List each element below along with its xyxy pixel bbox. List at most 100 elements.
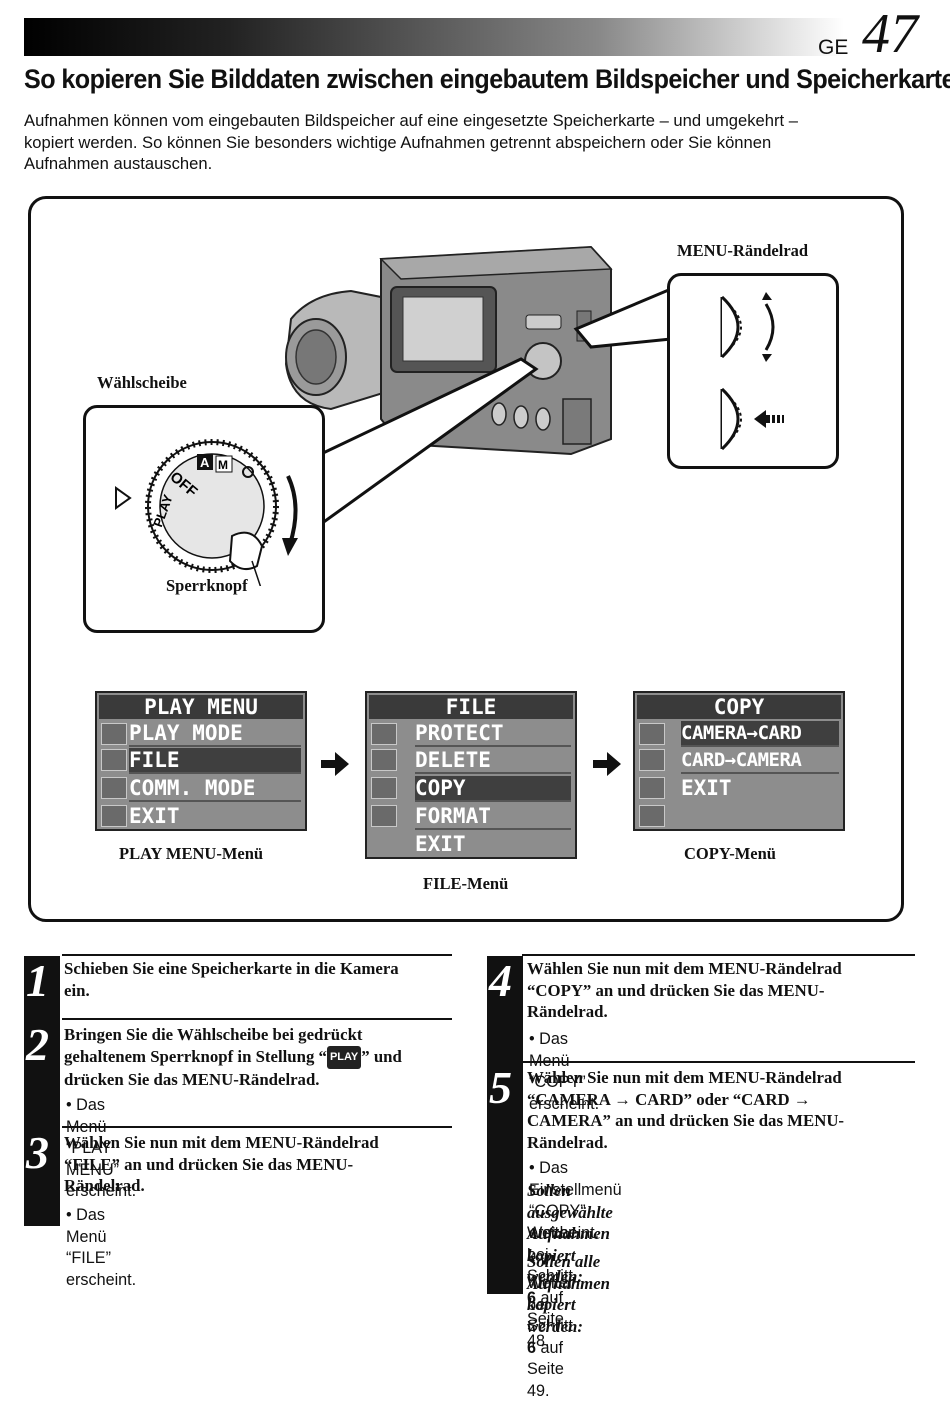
selected-copy-ref: Weiter bei Schritt 6 auf Seite 48. <box>527 1223 573 1352</box>
file-menu-item: FORMAT <box>415 804 571 830</box>
ref-text: Weiter bei Schritt <box>527 1274 574 1335</box>
selected-copy-heading: Sollen ausgewählte Aufnahmen kopiert wer… <box>527 1180 613 1288</box>
play-menu-screen: PLAY MENU PLAY MODE FILE COMM. MODE EXIT <box>95 691 307 831</box>
step-line: Wählen Sie nun mit dem MENU-Rändelrad <box>527 1068 842 1087</box>
step-note: • Das Menü “FILE” erscheint. <box>66 1206 137 1289</box>
photo-icon <box>371 749 397 771</box>
intro-paragraph: Aufnahmen können vom eingebauten Bildspe… <box>24 110 904 175</box>
file-menu-title: FILE <box>369 695 573 719</box>
step-number: 3 <box>26 1127 49 1178</box>
step-text: Bringen Sie die Wählscheibe bei gedrückt… <box>64 1024 456 1091</box>
step-number: 2 <box>26 1019 49 1070</box>
file-menu-item: EXIT <box>415 832 466 856</box>
step-line-part: gehaltenem Sperrknopf in Stellung “ <box>64 1046 327 1066</box>
intro-line: Aufnahmen können vom eingebauten Bildspe… <box>24 111 798 130</box>
illustration-frame: MENU-Rändelrad Wählscheibe O <box>28 196 904 922</box>
step-rule <box>522 1061 915 1063</box>
step-line: gehaltenem Sperrknopf in Stellung “PLAY”… <box>64 1045 456 1069</box>
step-line: CAMERA” an und drücken Sie das MENU- <box>527 1111 845 1130</box>
step-note: • Das Menü “COPY” erscheint. <box>529 1030 600 1113</box>
step-line: “CAMERA → CARD” oder “CARD → <box>527 1089 811 1109</box>
photo-icon <box>639 749 665 771</box>
photo-icon <box>101 749 127 771</box>
play-menu-caption: PLAY MENU-Menü <box>119 844 264 863</box>
label-dial: Wählscheibe <box>97 373 187 392</box>
step-rule <box>62 954 452 956</box>
photo-icon <box>639 723 665 745</box>
menu-wheel-inset <box>667 273 839 469</box>
arrow-right-icon <box>321 752 349 776</box>
step-line: Wählen Sie nun mit dem MENU-Rändelrad <box>527 959 842 978</box>
label-menu-wheel: MENU-Rändelrad <box>677 241 809 260</box>
dial-a-text: A <box>200 455 210 470</box>
copy-menu-caption: COPY-Menü <box>684 844 776 863</box>
file-menu-screen: FILE PROTECT DELETE COPY FORMAT EXIT <box>365 691 577 859</box>
file-menu-caption: FILE-Menü <box>423 874 509 893</box>
dial-inset: OFF PLAY A M Sperrknopf <box>83 405 325 633</box>
play-menu-item: COMM. MODE <box>129 776 301 802</box>
play-menu-title: PLAY MENU <box>99 695 303 719</box>
ref-step-number: 6 <box>527 1338 537 1357</box>
step-text: Wählen Sie nun mit dem MENU-Rändelrad “C… <box>527 958 917 1023</box>
step-line: Rändelrad. <box>64 1176 145 1195</box>
copy-menu-item: CARD→CAMERA <box>681 748 839 774</box>
play-badge: PLAY <box>326 1045 362 1069</box>
dial-m-text: M <box>218 458 228 472</box>
step-note: • Das Einstellmenü “COPY” erscheint. <box>529 1159 622 1242</box>
step-line: Bringen Sie die Wählscheibe bei gedrückt <box>64 1025 363 1044</box>
step-line: ein. <box>64 980 90 1000</box>
copy-menu-screen: COPY CAMERA→CARD CARD→CAMERA EXIT <box>633 691 845 831</box>
menu-wheel-press-icon <box>720 387 784 451</box>
copy-menu-title: COPY <box>637 695 841 719</box>
copy-menu-item: EXIT <box>681 776 732 800</box>
step-line: drücken Sie das MENU-Rändelrad. <box>64 1070 320 1089</box>
page-number: 47 <box>862 3 918 65</box>
photo-icon <box>639 805 665 827</box>
photo-icon <box>101 805 127 827</box>
step-text: Wählen Sie nun mit dem MENU-Rändelrad “F… <box>64 1132 454 1197</box>
all-copy-ref: Weiter bei Schritt 6 auf Seite 49. <box>527 1273 573 1402</box>
step-text: Schieben Sie eine Speicherkarte in die K… <box>64 958 454 1001</box>
heading-line: werden: <box>527 1267 583 1286</box>
intro-line: Aufnahmen austauschen. <box>24 154 213 173</box>
play-menu-item: PLAY MODE <box>129 721 301 747</box>
step-line: Wählen Sie nun mit dem MENU-Rändelrad <box>64 1133 379 1152</box>
photo-icon <box>371 805 397 827</box>
ref-step-number: 6 <box>527 1288 537 1307</box>
steps-left-number-bar <box>24 956 60 1226</box>
header-gradient-bar <box>24 18 844 56</box>
label-lock-button: Sperrknopf <box>166 576 248 595</box>
step-line: “FILE” an und drücken Sie das MENU- <box>64 1154 354 1174</box>
photo-icon <box>639 777 665 799</box>
step-note: • Das Menü “PLAY MENU” erscheint. <box>66 1096 137 1200</box>
ref-text: auf Seite 48. <box>527 1288 564 1350</box>
step-rule <box>62 1126 452 1128</box>
copy-menu-item-selected: CAMERA→CARD <box>681 721 839 747</box>
step-rule <box>62 1018 452 1020</box>
photo-icon <box>101 777 127 799</box>
photo-icon <box>371 723 397 745</box>
photo-icon <box>371 777 397 799</box>
photo-icon <box>101 723 127 745</box>
ref-text: Weiter bei Schritt <box>527 1224 574 1285</box>
step-line: Schieben Sie eine Speicherkarte in die K… <box>64 959 399 978</box>
step-line: Rändelrad. <box>527 1002 608 1021</box>
step-line-part: ” und <box>361 1046 402 1066</box>
play-menu-item-selected: FILE <box>129 748 301 774</box>
steps-right-number-bar <box>487 956 523 1294</box>
step-rule <box>522 954 915 956</box>
dial-illustration: OFF PLAY A M <box>115 439 298 586</box>
file-menu-item-selected: COPY <box>415 776 571 802</box>
step-line: Rändelrad. <box>527 1132 608 1152</box>
intro-line: kopiert werden. So können Sie besonders … <box>24 132 772 152</box>
step-number: 4 <box>489 955 512 1006</box>
step-line: “COPY” an und drücken Sie das MENU- <box>527 980 825 1000</box>
file-menu-item: DELETE <box>415 748 571 774</box>
page-title: So kopieren Sie Bilddaten zwischen einge… <box>24 64 950 94</box>
step-text: Wählen Sie nun mit dem MENU-Rändelrad “C… <box>527 1067 917 1153</box>
step-number: 5 <box>489 1062 512 1113</box>
file-menu-item: PROTECT <box>415 721 571 747</box>
step-number: 1 <box>26 955 49 1006</box>
arrow-right-icon <box>593 752 621 776</box>
heading-line: Sollen ausgewählte Aufnahmen kopiert <box>527 1181 613 1265</box>
